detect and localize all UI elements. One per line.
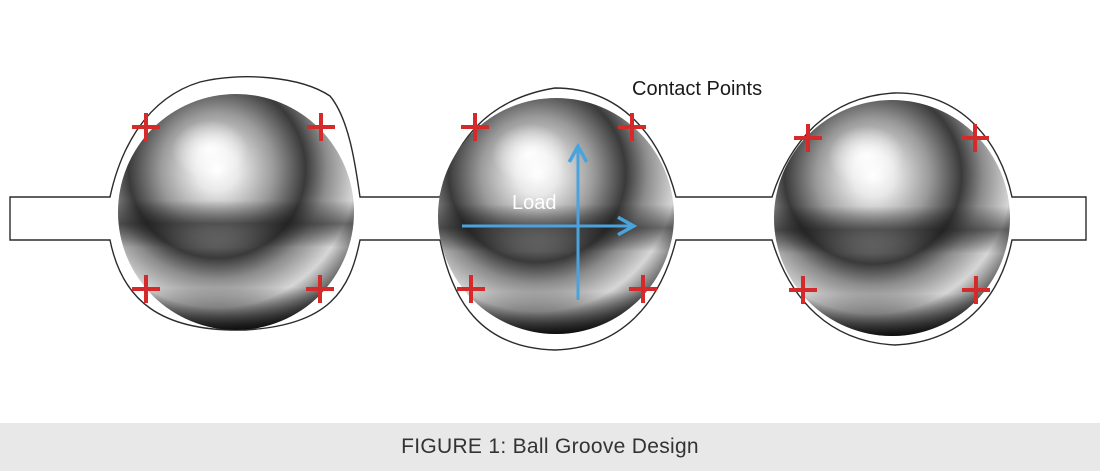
contact-point-marker [794,124,822,152]
ball-3 [774,100,1010,336]
ball-1 [118,94,354,330]
ball-2 [438,98,674,334]
contact-point-marker [132,275,160,303]
contact-point-marker [789,276,817,304]
contact-point-marker [618,113,646,141]
load-label: Load [512,192,557,214]
contact-point-marker [629,275,657,303]
contact-point-marker [306,275,334,303]
contact-points [132,113,990,304]
contact-points-label: Contact Points [632,78,762,100]
caption-bar: FIGURE 1: Ball Groove Design [0,423,1100,471]
contact-point-marker [132,113,160,141]
contact-point-marker [457,275,485,303]
ball-groove-diagram: Load Contact Points [9,76,1087,351]
load-arrows [462,148,632,300]
contact-point-marker [461,113,489,141]
contact-point-marker [961,124,989,152]
contact-point-marker [307,113,335,141]
contact-point-marker [962,276,990,304]
figure-caption: FIGURE 1: Ball Groove Design [401,435,699,458]
